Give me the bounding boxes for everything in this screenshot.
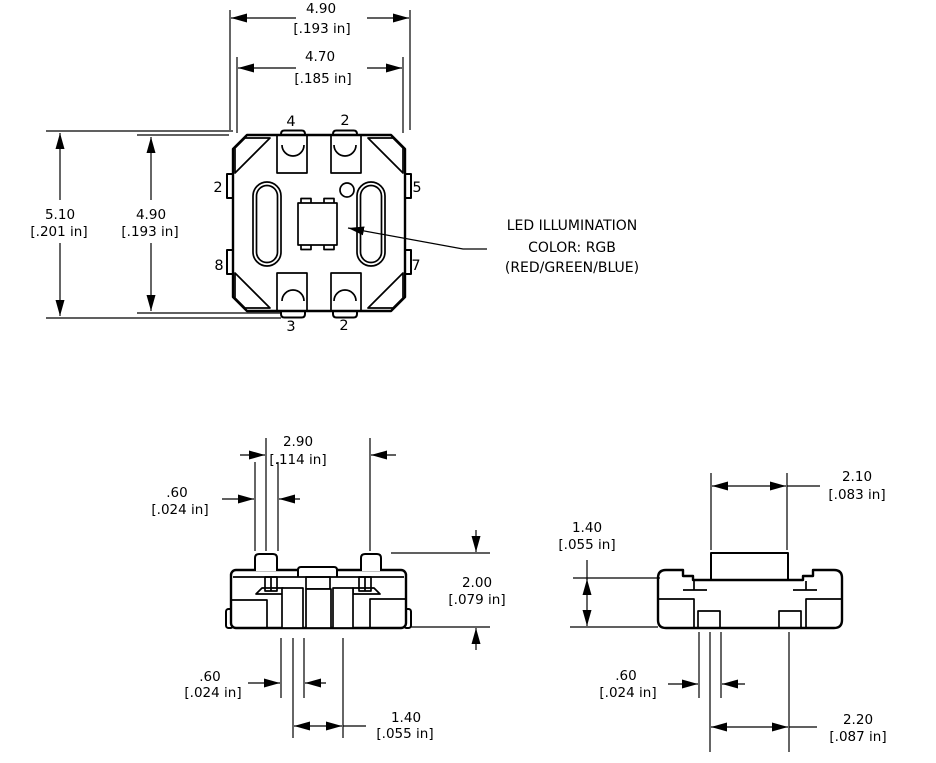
front-lead-2	[332, 587, 354, 629]
pin4-shaft	[276, 134, 308, 174]
right-obround-inner	[359, 184, 383, 264]
dim-side-lead-width-in: [.024 in]	[599, 685, 656, 701]
side-center-block	[710, 552, 789, 581]
leader-line	[347, 226, 487, 250]
polarity-mark-circle	[339, 182, 355, 198]
dim-width-body-in: [.185 in]	[294, 71, 351, 87]
dim-lead-pitch-mm: 1.40	[391, 710, 421, 726]
pin-label-4: 4	[286, 114, 295, 130]
side-lead-1	[697, 610, 721, 629]
side-body	[656, 568, 844, 630]
dim-lead-width-mm: .60	[199, 669, 220, 685]
pin-label-2-left: 2	[213, 180, 222, 196]
dim-lead-pitch-in: [.055 in]	[376, 726, 433, 742]
front-left-step	[231, 599, 268, 628]
pin-label-8: 8	[214, 258, 223, 274]
front-center-tab	[297, 566, 338, 577]
dim-width-overall-in: [.193 in]	[293, 21, 350, 37]
dim-side-lead-pitch-in: [.087 in]	[829, 729, 886, 745]
led-chip	[297, 202, 338, 246]
pin2-bottom-dome	[333, 289, 357, 302]
pin-label-5: 5	[412, 180, 421, 196]
front-left-post	[254, 553, 278, 571]
side-left-step	[658, 598, 695, 628]
corner-pad-bottom-left	[234, 272, 271, 309]
side-view	[656, 552, 844, 630]
pin3-shaft	[276, 272, 308, 312]
pin2-top-dome	[333, 144, 357, 157]
dim-height-body-mm: 4.90	[136, 207, 166, 223]
front-right-post	[360, 553, 382, 571]
dim-height-overall-in: [.201 in]	[30, 224, 87, 240]
dim-post-width-mm: .60	[166, 485, 187, 501]
dim-width-overall-mm: 4.90	[306, 1, 336, 17]
pin2-top-shaft	[330, 134, 362, 174]
front-lead-1	[281, 587, 304, 629]
note-line-2: COLOR: RGB	[528, 240, 616, 256]
dim-side-height-in: [.055 in]	[558, 537, 615, 553]
note-line-1: LED ILLUMINATION	[507, 218, 638, 234]
dim-front-height-mm: 2.00	[462, 575, 492, 591]
left-obround-inner	[255, 184, 279, 264]
illumination-note: LED ILLUMINATION COLOR: RGB (RED/GREEN/B…	[347, 218, 639, 276]
dim-front-height-in: [.079 in]	[448, 592, 505, 608]
dim-side-lead-width-mm: .60	[615, 668, 636, 684]
side-lead-2	[778, 610, 802, 629]
pin-label-7: 7	[411, 258, 420, 274]
pin3-dome	[281, 289, 305, 302]
pin-label-2-top: 2	[340, 113, 349, 129]
dim-lead-width-in: [.024 in]	[184, 685, 241, 701]
front-view	[225, 553, 412, 630]
dim-side-height-mm: 1.40	[572, 520, 602, 536]
pin-label-2-bottom: 2	[339, 318, 348, 334]
dim-height-body-in: [.193 in]	[121, 224, 178, 240]
right-obround-outer	[356, 181, 386, 267]
corner-pad-top-right	[367, 137, 404, 174]
dim-post-pitch-in: [.114 in]	[269, 452, 326, 468]
dim-block-width-mm: 2.10	[842, 469, 872, 485]
pin-label-3: 3	[286, 319, 295, 335]
side-right-step	[805, 598, 842, 628]
dim-block-width-in: [.083 in]	[828, 487, 885, 503]
dim-height-overall-mm: 5.10	[45, 207, 75, 223]
pin2-bottom-shaft	[330, 272, 362, 312]
front-center-column	[305, 588, 332, 629]
top-view-dimensions: 4.90 [.193 in] 4.70 [.185 in] 5.10 [.201…	[30, 1, 411, 319]
dim-side-lead-pitch-mm: 2.20	[843, 712, 873, 728]
pin4-dome	[281, 144, 305, 157]
note-line-3: (RED/GREEN/BLUE)	[505, 260, 639, 276]
top-view-pin-labels: 4 2 2 5 8 7 3 2	[213, 113, 421, 335]
corner-pad-top-left	[234, 137, 271, 174]
front-view-dimensions: 2.90 [.114 in] .60 [.024 in] 2.00 [.079 …	[151, 434, 505, 742]
left-obround-outer	[252, 181, 282, 267]
dim-post-width-in: [.024 in]	[151, 502, 208, 518]
front-right-step	[369, 598, 406, 628]
top-view	[226, 129, 412, 319]
dim-post-pitch-mm: 2.90	[283, 434, 313, 450]
corner-pad-bottom-right	[367, 272, 404, 309]
side-view-dimensions: 2.10 [.083 in] 1.40 [.055 in] .60 [.024 …	[558, 469, 887, 752]
dim-width-body-mm: 4.70	[305, 49, 335, 65]
